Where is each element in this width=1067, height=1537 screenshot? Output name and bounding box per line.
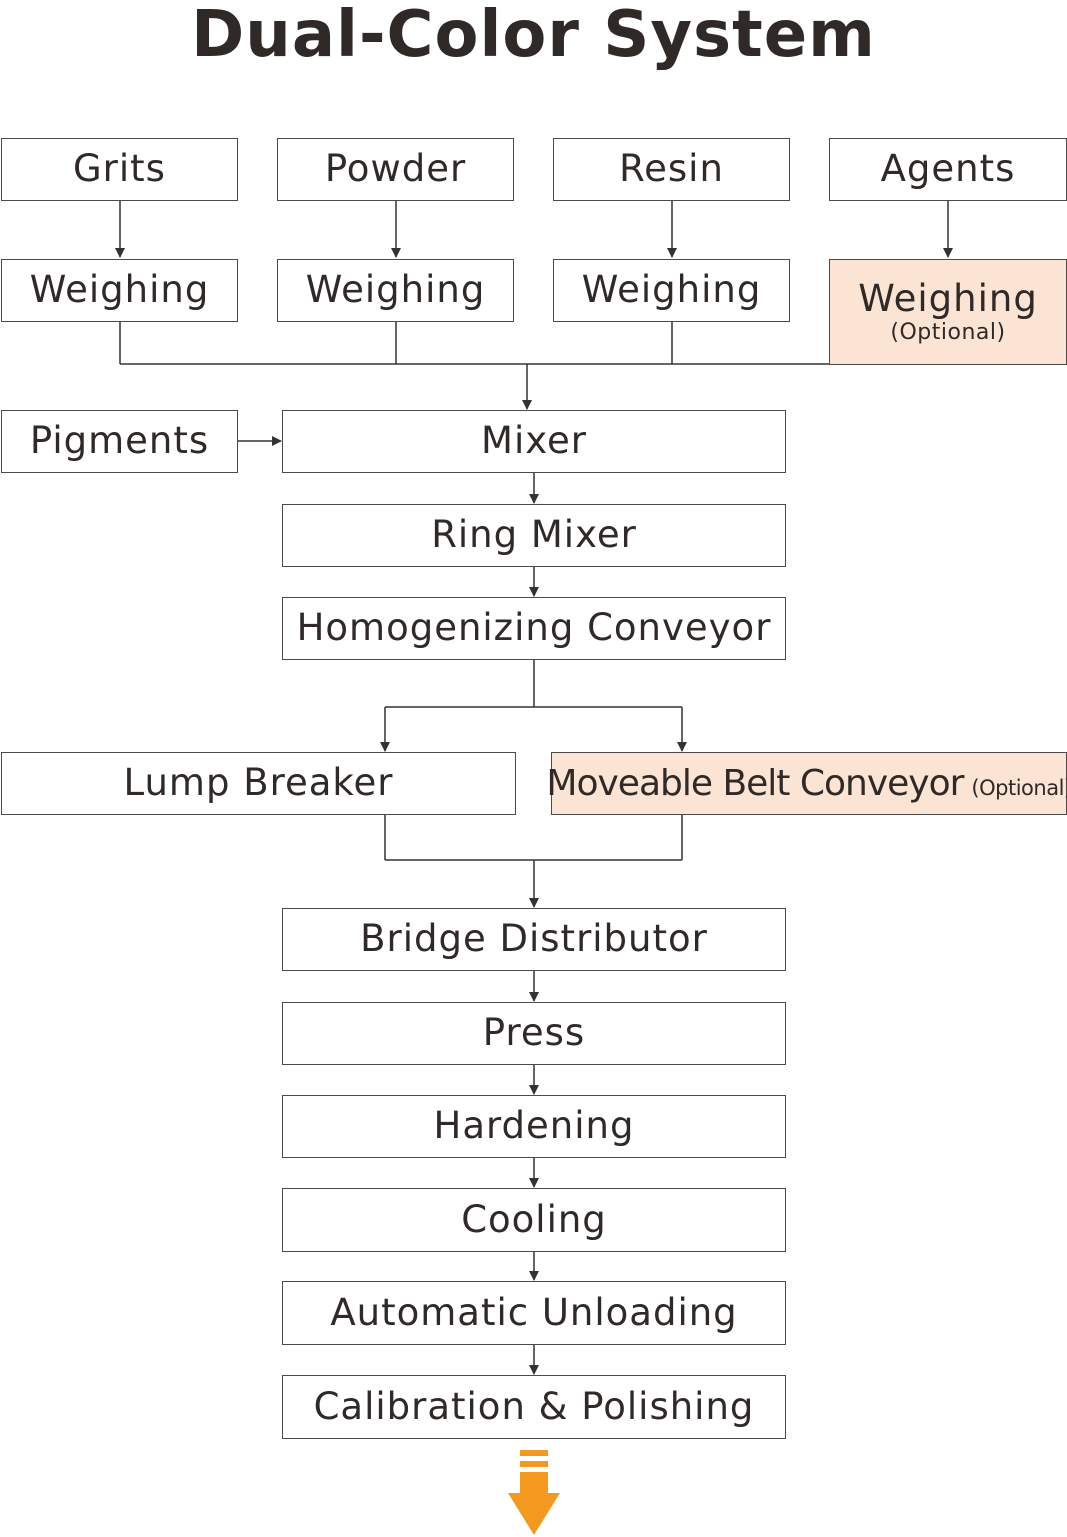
weighing-label: Weighing: [29, 268, 210, 312]
pigments-label: Pigments: [29, 419, 210, 463]
powder-box: Powder: [277, 138, 514, 201]
moveable-belt-optional-note: (Optional): [971, 775, 1067, 800]
ring-mixer-box: Ring Mixer: [282, 504, 786, 567]
lump-breaker-label: Lump Breaker: [123, 761, 394, 805]
press-box: Press: [282, 1002, 786, 1065]
grits-label: Grits: [73, 147, 166, 191]
bridge-distributor-label: Bridge Distributor: [360, 917, 708, 961]
moveable-belt-conveyor-label: Moveable Belt Conveyor: [546, 762, 964, 804]
resin-label: Resin: [619, 147, 724, 191]
mixer-box: Mixer: [282, 410, 786, 473]
weighing-label: Weighing: [305, 268, 486, 312]
automatic-unloading-label: Automatic Unloading: [330, 1290, 738, 1334]
powder-label: Powder: [324, 147, 467, 191]
optional-note: (Optional): [890, 319, 1006, 345]
grits-box: Grits: [1, 138, 238, 201]
lump-breaker-box: Lump Breaker: [1, 752, 516, 815]
hardening-label: Hardening: [433, 1104, 635, 1148]
weighing-resin-box: Weighing: [553, 259, 790, 322]
down-arrow-icon: [508, 1450, 560, 1535]
moveable-belt-conveyor-box: Moveable Belt Conveyor (Optional): [546, 752, 1067, 815]
ring-mixer-label: Ring Mixer: [431, 513, 637, 557]
bridge-distributor-box: Bridge Distributor: [282, 908, 786, 971]
homogenizing-conveyor-box: Homogenizing Conveyor: [282, 597, 786, 660]
pigments-box: Pigments: [1, 410, 238, 473]
weighing-label: Weighing: [581, 268, 762, 312]
weighing-label: Weighing: [858, 277, 1038, 321]
press-label: Press: [482, 1011, 586, 1055]
moveable-belt-row: Moveable Belt Conveyor (Optional): [546, 762, 1067, 804]
page-title: Dual-Color System: [191, 0, 876, 72]
hardening-box: Hardening: [282, 1095, 786, 1158]
homogenizing-conveyor-label: Homogenizing Conveyor: [296, 606, 772, 650]
agents-box: Agents: [829, 138, 1067, 201]
calibration-polishing-label: Calibration & Polishing: [313, 1384, 755, 1428]
mixer-label: Mixer: [481, 419, 587, 463]
cooling-box: Cooling: [282, 1188, 786, 1252]
weighing-grits-box: Weighing: [1, 259, 238, 322]
weighing-powder-box: Weighing: [277, 259, 514, 322]
automatic-unloading-box: Automatic Unloading: [282, 1281, 786, 1345]
weighing-agents-optional-box: Weighing (Optional): [829, 259, 1067, 365]
resin-box: Resin: [553, 138, 790, 201]
cooling-label: Cooling: [461, 1197, 607, 1241]
calibration-polishing-box: Calibration & Polishing: [282, 1375, 786, 1439]
agents-label: Agents: [880, 147, 1016, 191]
